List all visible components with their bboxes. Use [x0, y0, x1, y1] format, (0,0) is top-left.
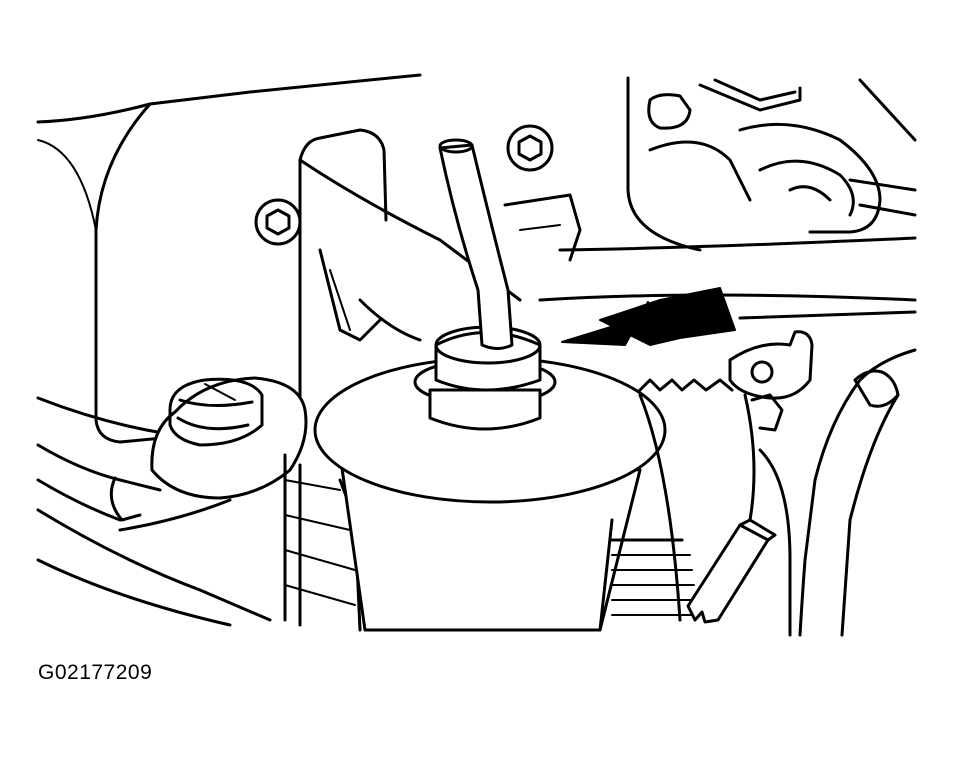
reservoir-cap [150, 376, 308, 500]
bolt-upper [506, 124, 554, 172]
upper-right-hardware [626, 76, 917, 252]
bolt-left [254, 198, 302, 246]
right-hose [758, 348, 917, 637]
callout-double-arrow [561, 287, 736, 346]
vacuum-tube [438, 138, 514, 350]
wing-clip [638, 330, 814, 622]
lower-left-hose [36, 443, 272, 627]
mounting-bracket [298, 128, 582, 422]
figure-code: G02177209 [38, 661, 153, 684]
connector-clip [686, 518, 777, 624]
ribbed-hose [610, 538, 696, 616]
filter-outlet-grommet [413, 325, 557, 431]
cross-member [538, 236, 917, 320]
